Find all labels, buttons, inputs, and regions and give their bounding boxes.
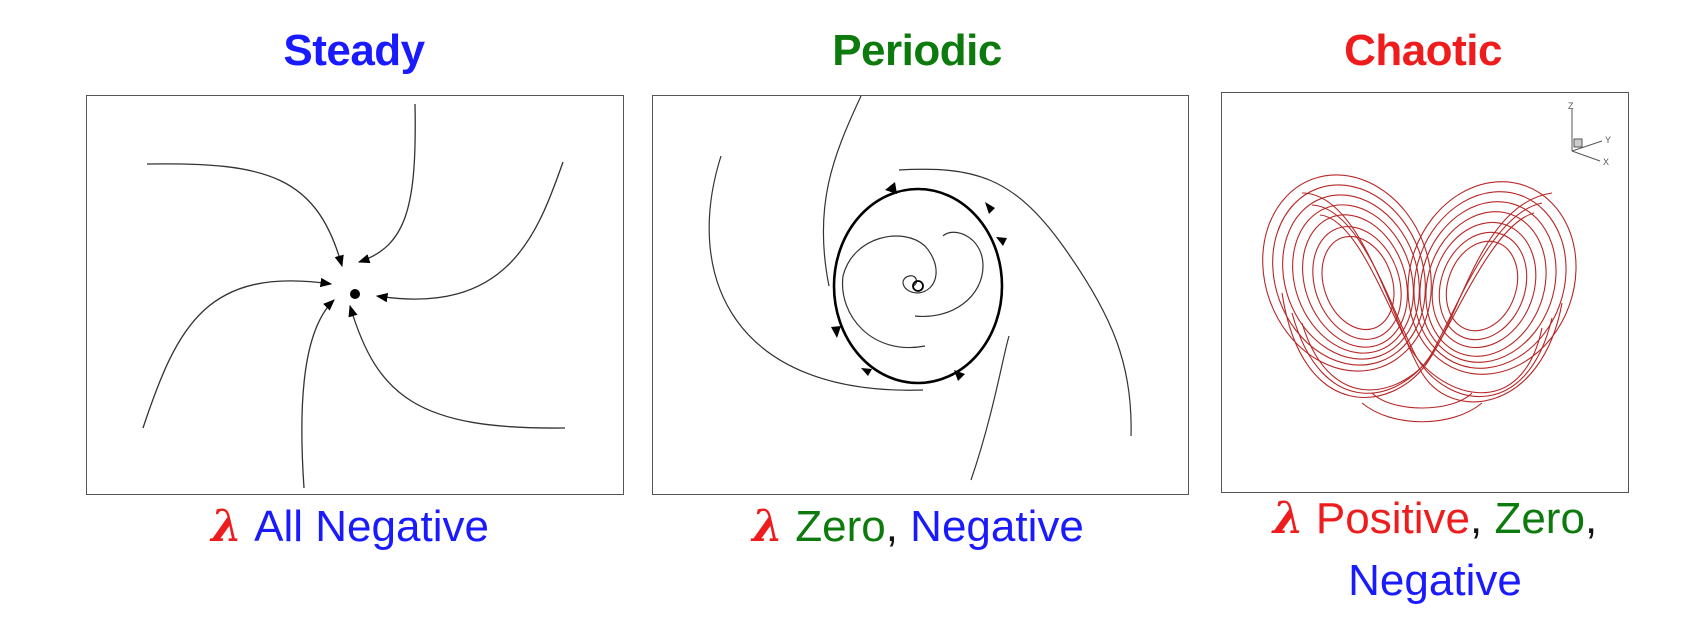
lambda-symbol: λ <box>211 501 242 552</box>
chaotic-lorenz-attractor: Z Y X <box>1221 92 1629 493</box>
axis-label-z: Z <box>1568 101 1574 111</box>
caption-positive: Positive <box>1315 494 1470 543</box>
steady-trajectory <box>301 299 335 489</box>
steady-fixed-point <box>350 289 360 299</box>
crossing-strands <box>1281 192 1563 423</box>
caption-zero: Zero <box>1494 494 1585 543</box>
lorenz-attractor <box>1262 174 1577 423</box>
caption-negative: Negative <box>1348 556 1522 605</box>
periodic-trajectory <box>708 155 924 391</box>
periodic-inner-spiral <box>914 231 984 318</box>
caption-steady: λ All Negative <box>180 496 520 558</box>
periodic-inner-spiral <box>841 235 937 349</box>
limit-cycle <box>832 187 1004 385</box>
steady-trajectory <box>142 277 333 429</box>
steady-phase-portrait <box>86 95 624 495</box>
limit-cycle-arrows <box>831 182 1007 381</box>
title-steady: Steady <box>283 26 425 75</box>
periodic-trajectory <box>898 168 1132 437</box>
title-chaotic: Chaotic <box>1344 26 1502 75</box>
periodic-trajectory <box>822 96 862 287</box>
unstable-focus <box>912 280 924 292</box>
caption-chaotic: λ Positive, Zero, Negative <box>1225 488 1645 612</box>
lambda-symbol: λ <box>1272 493 1304 544</box>
axis-label-x: X <box>1603 157 1609 167</box>
lambda-symbol: λ <box>752 501 783 552</box>
steady-trajectory <box>348 304 566 429</box>
caption-periodic: λ Zero, Negative <box>718 496 1118 558</box>
periodic-phase-portrait <box>652 95 1189 495</box>
steady-trajectory <box>357 103 416 264</box>
caption-separator: , <box>1470 494 1495 543</box>
steady-trajectory <box>375 161 564 303</box>
axes-triad-icon <box>1571 109 1603 162</box>
right-lobe <box>1407 181 1577 375</box>
steady-trajectory <box>146 163 344 268</box>
caption-zero: Zero <box>795 502 886 551</box>
axis-label-y: Y <box>1605 135 1611 145</box>
caption-separator: , <box>1584 494 1598 543</box>
left-lobe <box>1262 174 1432 372</box>
caption-all-negative: All Negative <box>254 502 489 551</box>
periodic-trajectory <box>970 335 1010 481</box>
caption-negative: Negative <box>910 502 1084 551</box>
title-periodic: Periodic <box>832 26 1002 75</box>
caption-separator: , <box>885 502 911 551</box>
